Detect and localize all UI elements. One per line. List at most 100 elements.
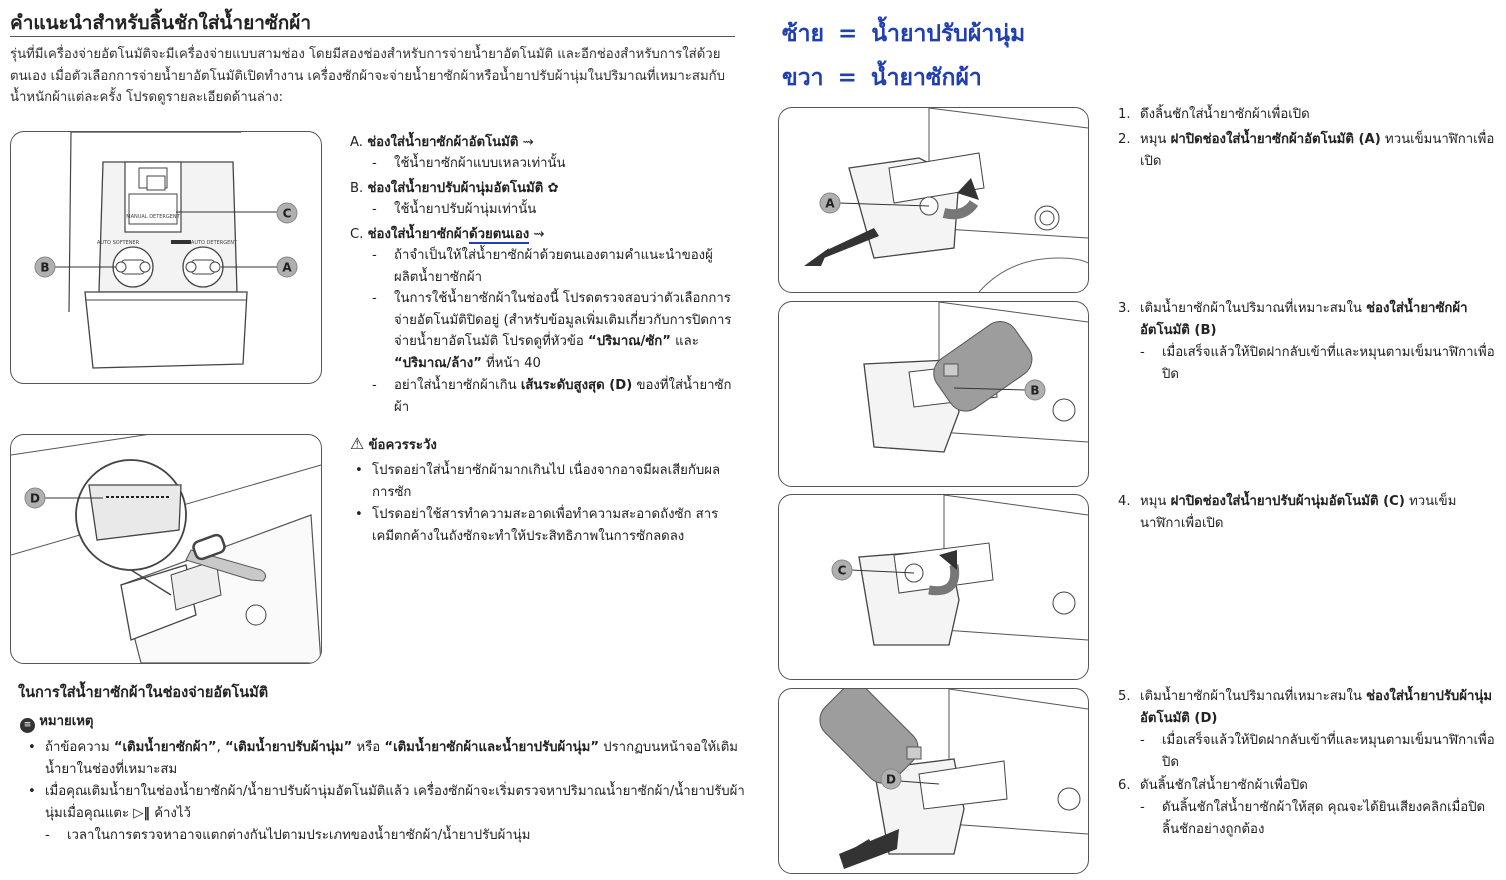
item-b-prefix: B. [350,181,364,196]
step-5-sub-text: เมื่อเสร็จแล้วให้ปิดฝากลับเข้าที่และหมุน… [1162,733,1495,770]
title-rule [10,36,735,37]
step-5-sub: -เมื่อเสร็จแล้วให้ปิดฝากลับเข้าที่และหมุ… [1140,730,1500,773]
item-b-sub: -ใช้น้ำยาปรับผ้านุ่มเท่านั้น [372,202,537,217]
caution-item-2-text: โปรดอย่าใช้สารทำความสะอาดเพื่อทำความสะอา… [372,507,719,544]
step-6-sub: -ดันลิ้นชักใส่น้ำยาซักผ้าให้สุด คุณจะได้… [1140,797,1500,840]
step-2: 2. หมุน ฝาปิดช่องใส่น้ำยาซักผ้าอัตโนมัติ… [1118,129,1498,172]
legend-right-value: น้ำยาซักผ้า [870,65,982,91]
svg-text:A: A [282,261,292,275]
intro-paragraph: รุ่นที่มีเครื่องจ่ายอัตโนมัติจะมีเครื่อง… [10,47,725,105]
item-c-sub3-tail: ของที่ใส่น้ำยาซักผ้า [394,378,732,415]
note2-sub-text: เวลาในการตรวจหาอาจแตกต่างกันไปตามประเภทข… [67,828,531,843]
detergent-icon: ⇝ [522,135,534,150]
note2-text: เมื่อคุณเติมน้ำยาในช่องน้ำยาซักผ้า/น้ำยา… [45,784,745,821]
svg-text:D: D [30,492,40,506]
dispenser-side-legend: ซ้าย = น้ำยาปรับผ้านุ่ม ขวา = น้ำยาซักผ้… [782,16,1025,104]
item-b-label: ช่องใส่น้ำยาปรับผ้านุ่มอัตโนมัติ [367,181,544,196]
item-a: A. ช่องใส่น้ำยาซักผ้าอัตโนมัติ ⇝ [350,132,740,154]
svg-text:C: C [283,207,292,221]
item-c-sub2-ref2: “ปริมาณ/ล้าง” [394,355,482,371]
step-3-sub-text: เมื่อเสร็จแล้วให้ปิดฝากลับเข้าที่และหมุน… [1162,345,1495,382]
caution-title: ข้อควรระวัง [368,438,437,453]
svg-text:D: D [886,773,896,787]
item-c-sub2-text: ในการใช้น้ำยาซักผ้าในช่องนี้ โปรดตรวจสอบ… [394,291,732,349]
note-item-2-sub: -เวลาในการตรวจหาอาจแตกต่างกันไปตามประเภท… [45,828,531,843]
item-c-sub2-tail: ที่หน้า 40 [486,355,541,371]
step-3-sub: -เมื่อเสร็จแล้วให้ปิดฝากลับเข้าที่และหมุ… [1140,342,1500,385]
item-a-prefix: A. [350,135,363,150]
legend-left-value: น้ำยาปรับผ้านุ่ม [871,21,1026,47]
step-3-illustration: B [778,301,1089,487]
legend-left-eq: = [838,21,858,47]
svg-text:AUTO DETERGENT: AUTO DETERGENT [191,240,238,246]
item-c-prefix: C. [350,227,364,242]
step-2-num: 2. [1118,132,1131,147]
step-1: 1.ดึงลิ้นชักใส่น้ำยาซักผ้าเพื่อเปิด [1118,104,1498,126]
caution-heading: ⚠ ข้อควรระวัง [350,433,650,457]
max-level-illustration: D [10,434,322,664]
note-icon: ≡ [20,718,35,733]
item-c-sub2-and: และ [675,334,699,349]
caution-item-1-text: โปรดอย่าใส่น้ำยาซักผ้ามากเกินไป เนื่องจา… [372,463,721,500]
step-2-bold: ฝาปิดช่องใส่น้ำยาซักผ้าอัตโนมัติ (A) [1170,132,1381,147]
dispenser-illustration: MANUAL DETERGENT AUTO SOFTENER AUTO DETE… [10,131,322,384]
item-c-sub1-text: ถ้าจำเป็นให้ใส่น้ำยาซักผ้าด้วยตนเองตามคำ… [394,248,713,285]
step-3-lead: เติมน้ำยาซักผ้าในปริมาณที่เหมาะสมใน [1140,301,1362,316]
step-3-bold: ช่องใส่น้ำยาซักผ้าอัตโนมัติ (B) [1140,301,1468,338]
legend-right: ขวา = น้ำยาซักผ้า [782,60,1025,104]
note-item-1: ถ้าข้อความ “เติมน้ำยาซักผ้า”, “เติมน้ำยา… [45,740,738,777]
note1-quote3: “เติมน้ำยาซักผ้าและน้ำยาปรับผ้านุ่ม” [384,740,600,755]
item-a-sub-text: ใช้น้ำยาซักผ้าแบบเหลวเท่านั้น [394,156,566,171]
caution-item-1: โปรดอย่าใส่น้ำยาซักผ้ามากเกินไป เนื่องจา… [372,460,732,503]
caution-item-2: โปรดอย่าใช้สารทำความสะอาดเพื่อทำความสะอา… [372,504,732,547]
step-5-6-illustration: D [778,688,1089,874]
svg-text:B: B [1030,384,1039,398]
step-4-tail: ทวนเข็มนาฬิกาเพื่อเปิด [1140,494,1457,531]
step-6-sub-text: ดันลิ้นชักใส่น้ำยาซักผ้าให้สุด คุณจะได้ย… [1162,800,1486,837]
item-c-sub3-bold: เส้นระดับสูงสุด (D) [520,378,633,393]
auto-section-title: ในการใส่น้ำยาซักผ้าในช่องจ่ายอัตโนมัติ [18,685,269,701]
item-c-sub2-ref1: “ปริมาณ/ซัก” [588,334,671,349]
note2-tail: ค้างไว้ [154,805,191,821]
step-1-text: ดึงลิ้นชักใส่น้ำยาซักผ้าเพื่อเปิด [1140,107,1310,122]
item-c-sub3-text: อย่าใส่น้ำยาซักผ้าเกิน [394,378,517,393]
legend-right-side: ขวา [782,65,824,91]
step-5-num: 5. [1118,689,1131,704]
svg-text:C: C [838,564,847,578]
note1-or: หรือ [356,740,381,755]
item-b-sub-text: ใช้น้ำยาปรับผ้านุ่มเท่านั้น [394,202,537,217]
item-a-label: ช่องใส่น้ำยาซักผ้าอัตโนมัติ [367,135,519,150]
step-2-lead: หมุน [1140,132,1167,147]
step-5: 5. เติมน้ำยาซักผ้าในปริมาณที่เหมาะสมใน ช… [1118,686,1498,729]
svg-text:A: A [825,197,835,211]
item-c-label: ช่องใส่น้ำยาซักผ้า [367,227,470,242]
legend-left-side: ซ้าย [782,21,825,47]
step-2-tail: ทวนเข็มนาฬิกาเพื่อเปิด [1140,132,1495,169]
legend-right-eq: = [837,65,857,91]
step-6-num: 6. [1118,778,1131,793]
step-4-illustration: C [778,494,1089,680]
note1-quote2: “เติมน้ำยาปรับผ้านุ่ม” [224,740,353,755]
step-3: 3. เติมน้ำยาซักผ้าในปริมาณที่เหมาะสมใน ช… [1118,298,1498,341]
note1-quote1: “เติมน้ำยาซักผ้า” [113,740,217,755]
start-pause-icon: ▷‖ [133,805,150,821]
note1-lead: ถ้าข้อความ [45,740,110,755]
step-3-num: 3. [1118,301,1131,316]
svg-text:MANUAL DETERGENT: MANUAL DETERGENT [126,214,180,220]
softener-icon: ✿ [547,181,559,196]
step-1-2-illustration: A [778,107,1089,293]
page-title: คำแนะนำสำหรับลิ้นชักใส่น้ำยาซักผ้า [10,12,312,34]
item-c-label-underline: ด้วยตนเอง [469,227,530,244]
item-c-sub1: -ถ้าจำเป็นให้ใส่น้ำยาซักผ้าด้วยตนเองตามค… [372,245,742,288]
legend-left: ซ้าย = น้ำยาปรับผ้านุ่ม [782,16,1025,60]
step-4-bold: ฝาปิดช่องใส่น้ำยาปรับผ้านุ่มอัตโนมัติ (C… [1170,494,1405,509]
svg-text:B: B [40,261,49,275]
note-item-2: เมื่อคุณเติมน้ำยาในช่องน้ำยาซักผ้า/น้ำยา… [45,781,750,824]
step-6: 6.ดันลิ้นชักใส่น้ำยาซักผ้าเพื่อปิด [1118,775,1498,797]
item-c-sub3: - อย่าใส่น้ำยาซักผ้าเกิน เส้นระดับสูงสุด… [372,378,732,415]
step-4: 4. หมุน ฝาปิดช่องใส่น้ำยาปรับผ้านุ่มอัตโ… [1118,491,1498,534]
note-title: หมายเหตุ [39,714,94,729]
svg-text:AUTO SOFTENER: AUTO SOFTENER [97,240,140,246]
step-4-lead: หมุน [1140,494,1167,509]
step-4-num: 4. [1118,494,1131,509]
